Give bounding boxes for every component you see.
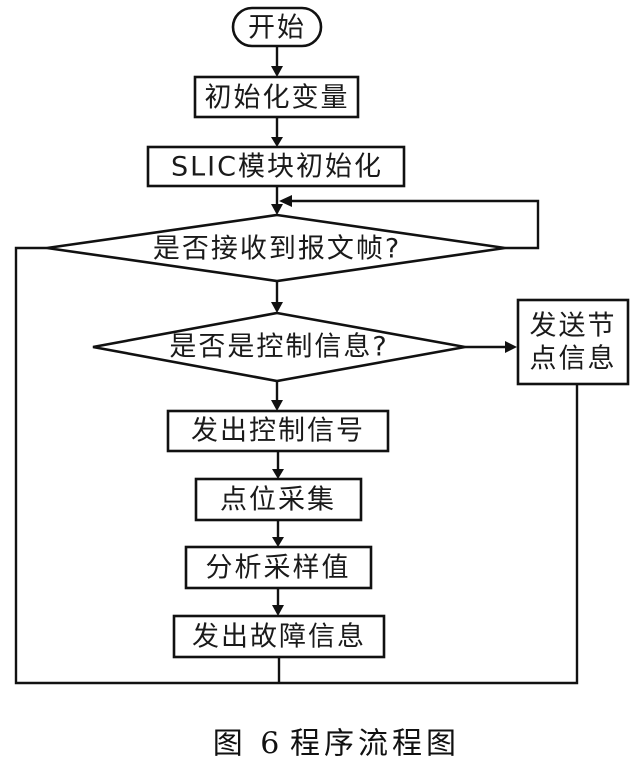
node-send-fault: 发出故障信息 [172, 614, 386, 659]
node-send-control: 发出控制信号 [166, 409, 390, 453]
node-send-node-info-line1: 发送节 [530, 311, 617, 342]
node-point-sample: 点位采集 [194, 477, 363, 522]
node-send-node-info: 发送节 点信息 [516, 298, 630, 386]
node-point-sample-label: 点位采集 [220, 485, 336, 516]
arrow-head-icon [271, 137, 283, 147]
node-init-slic-label: SLIC模块初始化 [171, 152, 383, 183]
arrow-head-icon [271, 204, 283, 215]
node-recv-frame: 是否接收到报文帧? [46, 213, 506, 283]
edge-recv-loop [290, 199, 540, 250]
node-init-vars-label: 初始化变量 [205, 83, 350, 114]
node-send-control-label: 发出控制信号 [191, 416, 365, 447]
arrow-head-icon [505, 341, 517, 353]
edge-node-info-bus [277, 384, 579, 685]
node-send-fault-label: 发出故障信息 [192, 622, 366, 653]
node-init-slic: SLIC模块初始化 [146, 145, 406, 188]
arrow-head-icon [272, 469, 284, 479]
arrow-head-icon [271, 66, 283, 77]
arrow-head-icon [271, 400, 283, 411]
node-analyze: 分析采样值 [184, 545, 373, 590]
node-start-label: 开始 [248, 13, 306, 44]
caption-title: 程序流程图 [290, 727, 460, 762]
figure-caption: 图 6 程序流程图 [213, 727, 460, 762]
node-is-control: 是否是控制信息? [92, 311, 466, 383]
node-send-node-info-line2: 点信息 [530, 344, 617, 375]
edge-recv-left-bus [14, 246, 277, 685]
node-recv-frame-label: 是否接收到报文帧? [153, 234, 401, 265]
node-is-control-label: 是否是控制信息? [169, 332, 388, 363]
caption-figure-number: 图 6 [213, 727, 284, 762]
node-analyze-label: 分析采样值 [206, 553, 351, 584]
arrow-head-icon [271, 302, 283, 313]
arrow-head-icon [272, 605, 284, 616]
node-start: 开始 [231, 6, 323, 48]
node-init-vars: 初始化变量 [193, 75, 360, 119]
arrow-head-icon [272, 537, 284, 547]
arrow-head-icon [279, 195, 292, 207]
